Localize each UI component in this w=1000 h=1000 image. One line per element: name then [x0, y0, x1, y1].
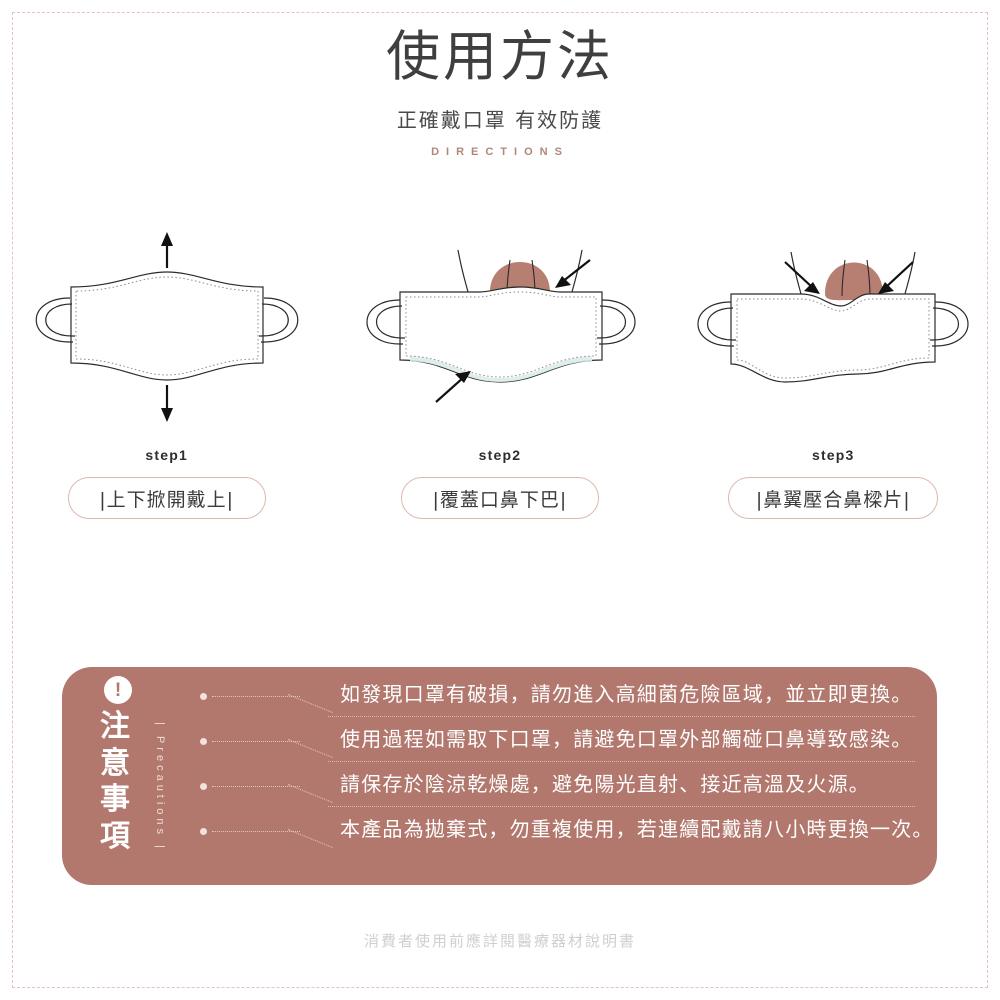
step-item: step1 |上下掀開戴上| [0, 230, 333, 519]
precaution-text: 如發現口罩有破損，請勿進入高細菌危險區域，並立即更換。 [340, 682, 913, 706]
directions-eyebrow: DIRECTIONS [431, 146, 569, 159]
step1-illustration [0, 230, 333, 445]
precaution-text: 請保存於陰涼乾燥處，避免陽光直射、接近高溫及火源。 [340, 772, 870, 796]
step-number: step1 [145, 447, 188, 463]
bullet-connector-diagonal [287, 784, 333, 803]
precautions-heading-char: 注 [100, 709, 131, 744]
footer-note: 消費者使用前應詳閱醫療器材說明書 [363, 932, 636, 950]
bullet-connector-diagonal [287, 829, 333, 848]
list-item: 請保存於陰涼乾燥處，避免陽光直射、接近高溫及火源。 [192, 770, 937, 815]
step-item: step2 |覆蓋口鼻下巴| [333, 230, 666, 519]
bullet-dot-icon [200, 828, 207, 835]
bullet-connector-diagonal [287, 694, 333, 713]
list-item: 本產品為拋棄式，勿重複使用，若連續配戴請八小時更換一次。 [192, 815, 937, 860]
list-item: 如發現口罩有破損，請勿進入高細菌危險區域，並立即更換。 [192, 680, 937, 725]
row-divider [328, 716, 915, 717]
step2-illustration [333, 230, 666, 445]
page-subtitle: 正確戴口罩 有效防護 [396, 108, 604, 133]
precaution-text: 本產品為拋棄式，勿重複使用，若連續配戴請八小時更換一次。 [340, 817, 934, 841]
bullet-connector-line [212, 696, 300, 697]
precaution-text: 使用過程如需取下口罩，請避免口罩外部觸碰口鼻導致感染。 [340, 727, 913, 751]
row-divider [328, 761, 915, 762]
bullet-dot-icon [200, 693, 207, 700]
bullet-connector-line [212, 741, 300, 742]
bullet-connector-diagonal [287, 739, 333, 758]
step3-illustration [667, 230, 1000, 445]
step-caption-pill[interactable]: |覆蓋口鼻下巴| [400, 477, 599, 519]
bullet-connector-line [212, 831, 300, 832]
row-divider [328, 806, 915, 807]
exclamation-circle-icon: ! [104, 676, 132, 704]
page-dashed-border [12, 12, 988, 988]
step-caption-pill[interactable]: |鼻翼壓合鼻樑片| [728, 477, 939, 519]
precautions-vertical-text: | Precautions | [154, 722, 167, 852]
list-item: 使用過程如需取下口罩，請避免口罩外部觸碰口鼻導致感染。 [192, 725, 937, 770]
header: 使用方法 正確戴口罩 有效防護 DIRECTIONS [0, 0, 1000, 158]
precautions-heading-char: 事 [100, 782, 131, 818]
precautions-heading-char: 項 [100, 818, 131, 854]
step-number: step2 [478, 447, 522, 463]
precautions-header: ! 注 意 事 項 | Precautions | [62, 667, 192, 885]
precautions-list: 如發現口罩有破損，請勿進入高細菌危險區域，並立即更換。 使用過程如需取下口罩，請… [192, 667, 937, 885]
step-caption-pill[interactable]: |上下掀開戴上| [67, 477, 266, 519]
bullet-dot-icon [200, 738, 207, 745]
steps-section: step1 |上下掀開戴上| [0, 230, 1000, 519]
step-number: step3 [811, 447, 855, 463]
precautions-vertical-label: | Precautions | [150, 711, 170, 863]
precautions-panel: ! 注 意 事 項 | Precautions | 如發現口罩有破損，請勿進入高… [62, 667, 937, 885]
bullet-connector-line [212, 786, 300, 787]
precautions-heading-char: 意 [100, 745, 131, 781]
step-item: step3 |鼻翼壓合鼻樑片| [667, 230, 1000, 519]
page-title: 使用方法 [386, 25, 614, 88]
bullet-dot-icon [200, 783, 207, 790]
precautions-heading: 注 意 事 項 [100, 709, 131, 855]
